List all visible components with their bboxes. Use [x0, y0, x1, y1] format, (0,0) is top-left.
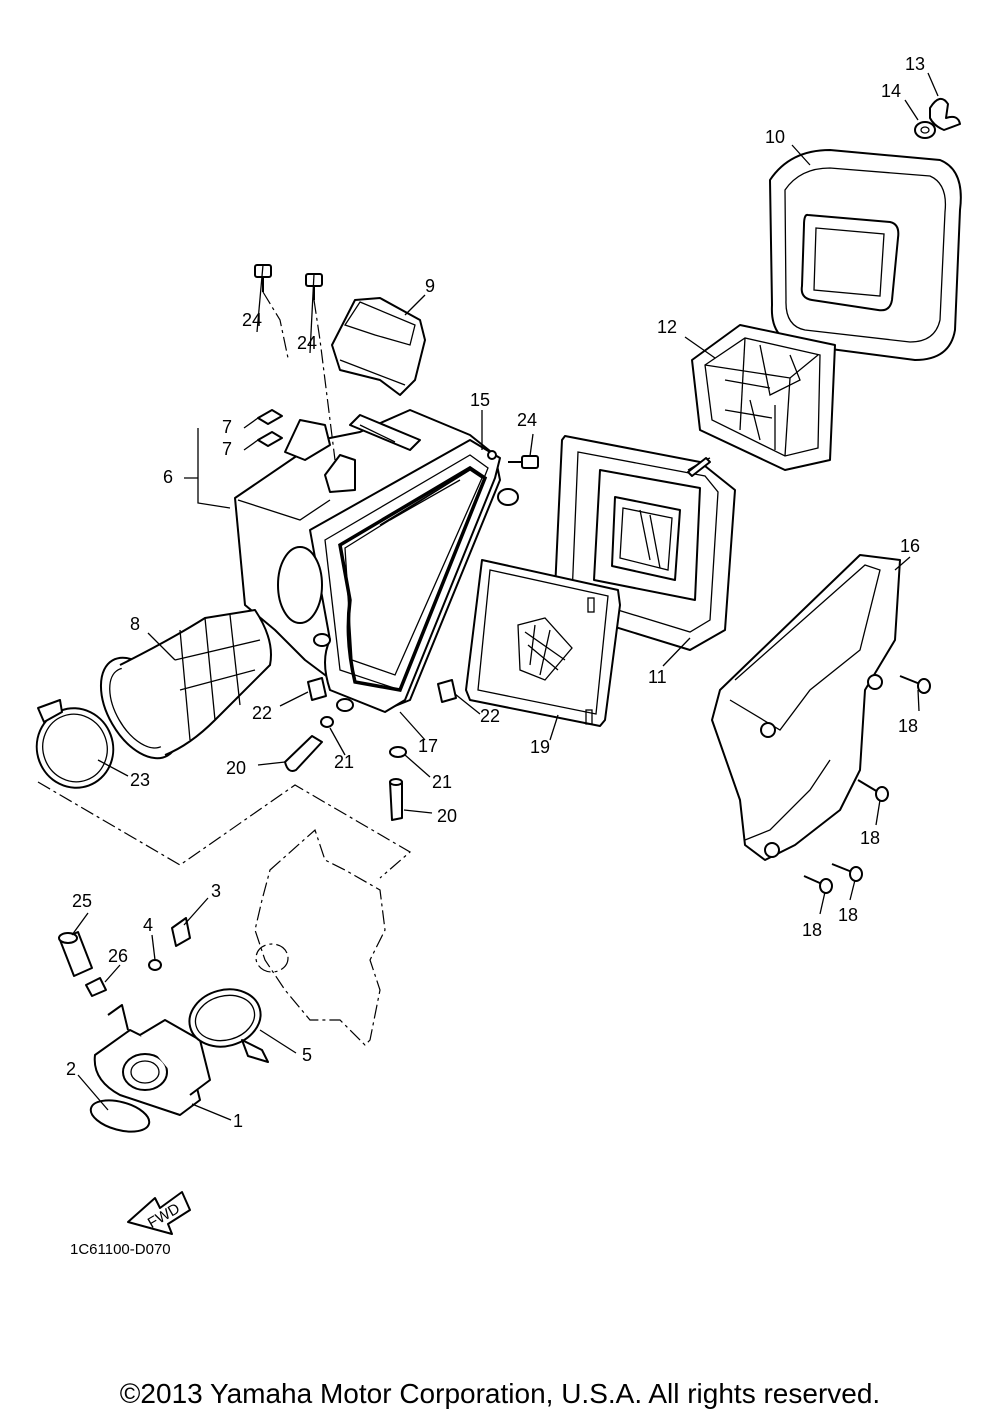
- callout-4: 4: [143, 915, 153, 935]
- screw-18-d: [803, 875, 833, 894]
- callout-21a: 21: [334, 752, 354, 772]
- filter-panel: [465, 559, 621, 727]
- hose-clamp-5: [188, 988, 269, 1063]
- callout-3: 3: [211, 881, 221, 901]
- screw-18-c: [831, 863, 863, 882]
- grommet-right: [437, 679, 457, 703]
- callout-2: 2: [66, 1059, 76, 1079]
- side-cover: [711, 554, 901, 861]
- callout-20a: 20: [226, 758, 246, 778]
- callout-9: 9: [425, 276, 435, 296]
- callout-24a: 24: [242, 310, 262, 330]
- copyright-notice: ©2013 Yamaha Motor Corporation, U.S.A. A…: [119, 1378, 881, 1409]
- bracket-lower: [257, 431, 283, 447]
- stud-bolt: [687, 457, 711, 477]
- callout-18d: 18: [802, 920, 822, 940]
- grommet-left: [307, 677, 327, 701]
- callout-24b: 24: [297, 333, 317, 353]
- clip-21-right: [389, 746, 407, 758]
- clamp-26: [85, 977, 107, 997]
- diagram-code: 1C61100-D070: [70, 1241, 171, 1258]
- filter-guide: [691, 324, 836, 471]
- cap-25: [58, 931, 93, 977]
- callout-12: 12: [657, 317, 677, 337]
- carburetor-joint: [93, 1004, 211, 1116]
- engine-outline: [37, 781, 412, 1046]
- hose-clamp-23: [35, 699, 115, 789]
- callout-19: 19: [530, 737, 550, 757]
- clip-21-left: [320, 716, 334, 728]
- callout-23: 23: [130, 770, 150, 790]
- callout-24c: 24: [517, 410, 537, 430]
- drain-plug-20-right: [389, 778, 403, 821]
- bracket-upper: [257, 409, 283, 425]
- callout-15: 15: [470, 390, 490, 410]
- callout-18a: 18: [898, 716, 918, 736]
- wing-nut: [929, 97, 961, 131]
- washer: [914, 121, 936, 139]
- callout-13: 13: [905, 54, 925, 74]
- air-inlet-joint: [99, 609, 272, 760]
- callout-5: 5: [302, 1045, 312, 1065]
- air-filter-case: [234, 409, 519, 713]
- callout-21b: 21: [432, 772, 452, 792]
- callout-22a: 22: [252, 703, 272, 723]
- callout-18b: 18: [860, 828, 880, 848]
- callout-14: 14: [881, 81, 901, 101]
- leader-lines: [71, 72, 939, 1121]
- callout-22b: 22: [480, 706, 500, 726]
- screw-18-b: [857, 779, 889, 802]
- fwd-arrow: FWD: [127, 1191, 191, 1235]
- callout-10: 10: [765, 127, 785, 147]
- air-filter-element: [769, 149, 962, 361]
- callout-1: 1: [233, 1111, 243, 1131]
- callout-16: 16: [900, 536, 920, 556]
- callout-26: 26: [108, 946, 128, 966]
- callout-6: 6: [163, 467, 173, 487]
- callout-7b: 7: [222, 439, 232, 459]
- callout-18c: 18: [838, 905, 858, 925]
- screw-3: [171, 917, 191, 947]
- callout-25: 25: [72, 891, 92, 911]
- callout-17: 17: [418, 736, 438, 756]
- drain-plug-20-left: [284, 735, 323, 772]
- callout-7a: 7: [222, 417, 232, 437]
- air-intake-joint: [331, 297, 426, 396]
- screw-18-a: [899, 675, 931, 694]
- callout-11: 11: [648, 667, 667, 687]
- bolt-24-right: [508, 455, 539, 469]
- callout-8: 8: [130, 614, 140, 634]
- case-gasket: [338, 465, 488, 692]
- callout-20b: 20: [437, 806, 457, 826]
- o-ring: [89, 1099, 151, 1133]
- washer-4: [148, 959, 162, 971]
- callout-labels: 1 2 3 4 5 6 7 7 8 9 10 11 12 13 14 15 16…: [66, 54, 925, 1131]
